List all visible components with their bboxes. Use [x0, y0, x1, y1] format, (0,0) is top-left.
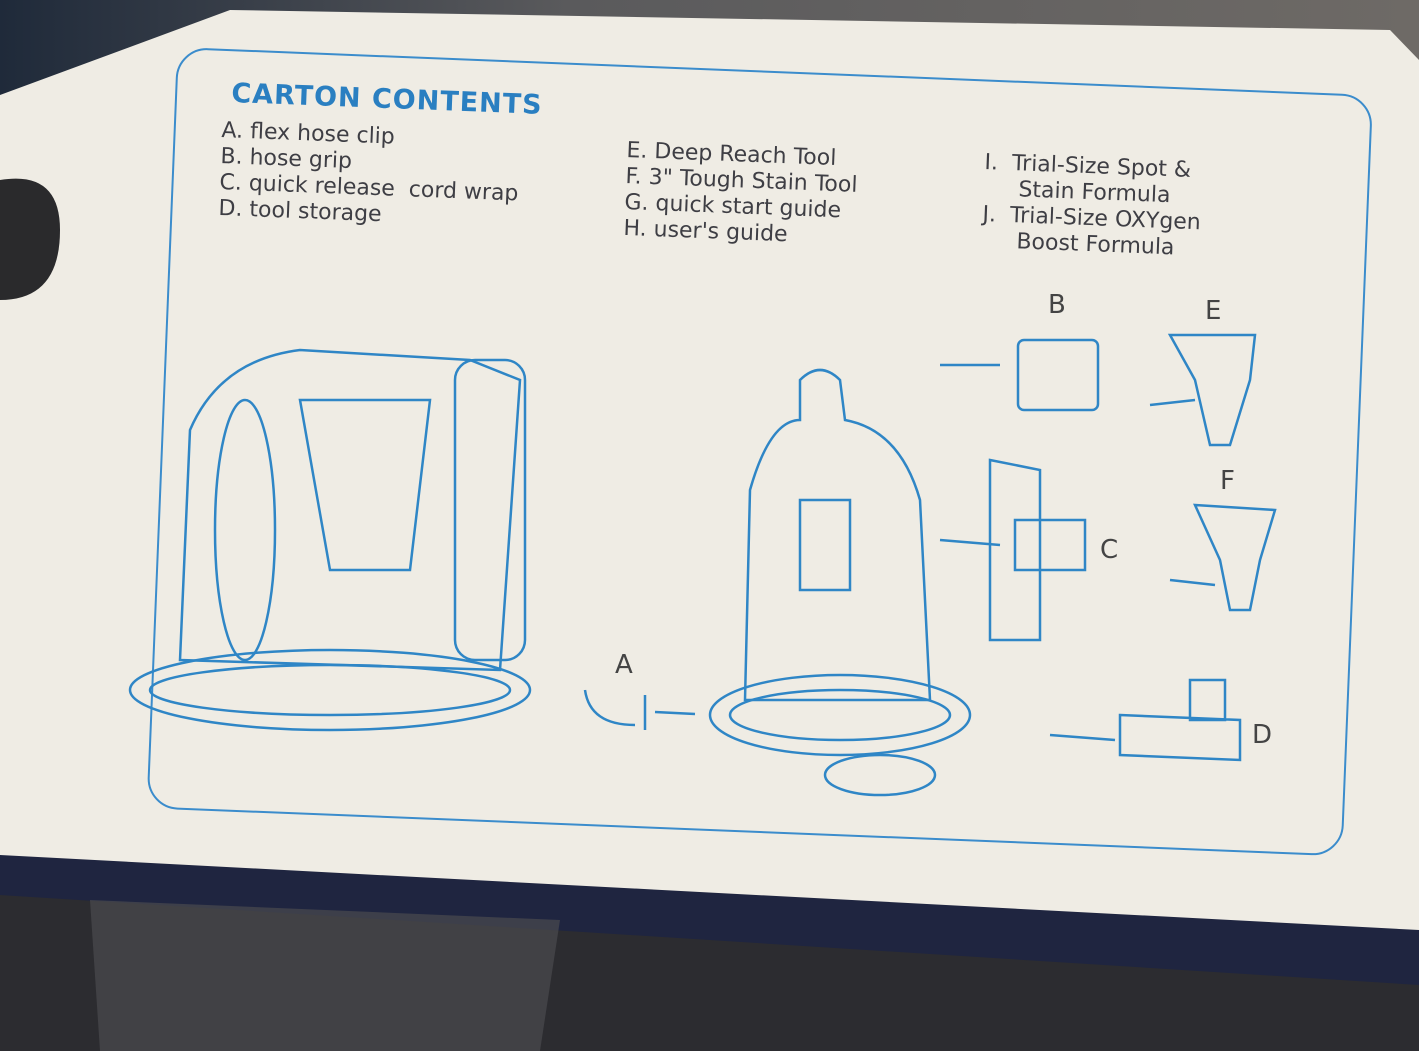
spot-cleaner-drawing-left	[128, 348, 532, 732]
contents-list-1: A. flex hose clip B. hose grip C. quick …	[218, 118, 521, 233]
part-label-a: A	[615, 650, 633, 680]
part-label-b: B	[1048, 290, 1066, 320]
part-label-e: E	[1205, 296, 1222, 326]
part-label-c: C	[1100, 535, 1119, 565]
contents-list-3: I. Trial-Size Spot & Stain Formula J. Tr…	[981, 150, 1203, 262]
contents-list-2: E. Deep Reach Tool F. 3" Tough Stain Too…	[623, 138, 859, 251]
part-label-d: D	[1252, 720, 1273, 750]
part-label-f: F	[1220, 466, 1235, 496]
spot-cleaner-drawing-center	[583, 368, 972, 797]
tool-drawings	[939, 333, 1277, 762]
